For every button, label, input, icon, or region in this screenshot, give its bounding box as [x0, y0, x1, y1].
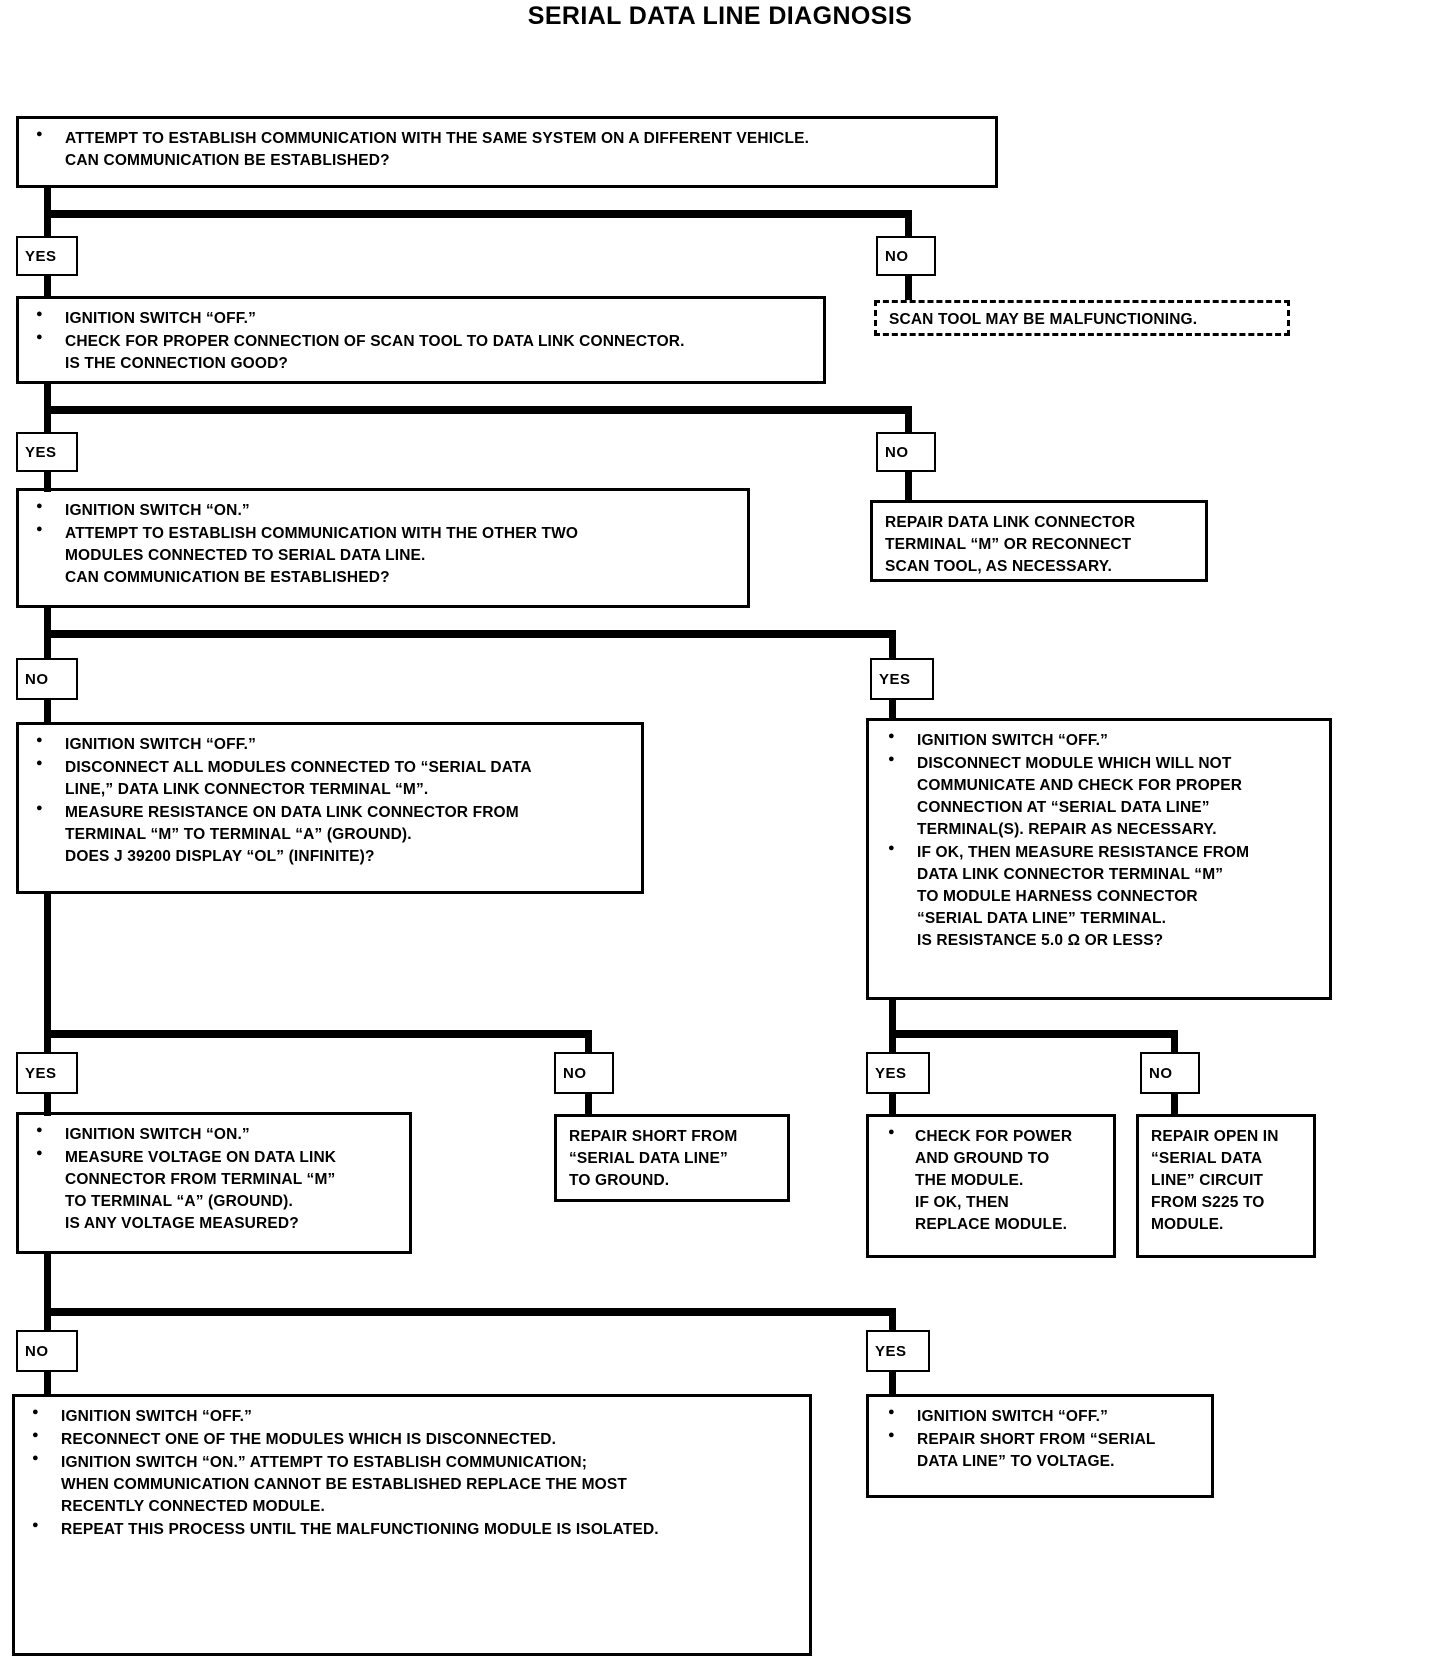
connector-line [44, 1030, 592, 1038]
text-block: REPAIR DATA LINK CONNECTOR TERMINAL “M” … [885, 514, 1136, 575]
connector-line [889, 1030, 1178, 1038]
connector-line [44, 894, 51, 1052]
connector-line [44, 472, 51, 492]
connector-line [44, 1094, 51, 1116]
bullet-item: MEASURE VOLTAGE ON DATA LINK CONNECTOR F… [31, 1146, 399, 1235]
connector-line [905, 210, 912, 236]
bullet-item: REPEAT THIS PROCESS UNTIL THE MALFUNCTIO… [27, 1518, 799, 1541]
branch-label-yes: YES [16, 432, 78, 472]
bullet-item: CHECK FOR PROPER CONNECTION OF SCAN TOOL… [31, 330, 813, 375]
branch-label-yes: YES [866, 1052, 930, 1094]
connector-line [1171, 1094, 1178, 1116]
connector-line [44, 1308, 896, 1316]
bullet-item: DISCONNECT ALL MODULES CONNECTED TO “SER… [31, 756, 631, 801]
branch-label-yes: YES [16, 236, 78, 276]
bullet-item: MEASURE RESISTANCE ON DATA LINK CONNECTO… [31, 801, 631, 868]
branch-label-yes: YES [870, 658, 934, 700]
connector-line [1171, 1030, 1178, 1054]
connector-line [905, 406, 912, 432]
connector-line [585, 1094, 592, 1116]
connector-line [905, 276, 912, 300]
node-measure-resistance-ground: IGNITION SWITCH “OFF.” DISCONNECT ALL MO… [16, 722, 644, 894]
node-reconnect-isolate-module: IGNITION SWITCH “OFF.” RECONNECT ONE OF … [12, 1394, 812, 1656]
connector-line [44, 276, 51, 298]
connector-line [585, 1030, 592, 1054]
bullet-item: IF OK, THEN MEASURE RESISTANCE FROM DATA… [883, 841, 1319, 952]
bullet-item: ATTEMPT TO ESTABLISH COMMUNICATION WITH … [31, 522, 737, 589]
connector-line [44, 630, 896, 638]
text-block: SCAN TOOL MAY BE MALFUNCTIONING. [889, 311, 1198, 328]
bullet-item: IGNITION SWITCH “OFF.” [883, 729, 1319, 752]
node-measure-voltage: IGNITION SWITCH “ON.” MEASURE VOLTAGE ON… [16, 1112, 412, 1254]
bullet-item: IGNITION SWITCH “ON.” [31, 1123, 399, 1146]
bullet-item: DISCONNECT MODULE WHICH WILL NOT COMMUNI… [883, 752, 1319, 841]
node-repair-dlc-terminal: REPAIR DATA LINK CONNECTOR TERMINAL “M” … [870, 500, 1208, 582]
branch-label-no: NO [1140, 1052, 1200, 1094]
connector-line [889, 630, 896, 658]
text-block: REPAIR SHORT FROM “SERIAL DATA LINE” TO … [569, 1128, 738, 1189]
node-scan-tool-malfunction: SCAN TOOL MAY BE MALFUNCTIONING. [874, 300, 1290, 336]
connector-line [889, 1308, 896, 1334]
branch-label-no: NO [16, 1330, 78, 1372]
connector-line [889, 700, 896, 718]
connector-line [44, 210, 912, 218]
connector-line [889, 1000, 896, 1054]
bullet-item: IGNITION SWITCH “ON.” ATTEMPT TO ESTABLI… [27, 1451, 799, 1518]
branch-label-no: NO [876, 236, 936, 276]
connector-line [905, 472, 912, 500]
branch-label-yes: YES [16, 1052, 78, 1094]
connector-line [44, 1254, 51, 1330]
node-check-connection: IGNITION SWITCH “OFF.” CHECK FOR PROPER … [16, 296, 826, 384]
node-other-modules-question: IGNITION SWITCH “ON.” ATTEMPT TO ESTABLI… [16, 488, 750, 608]
bullet-item: CHECK FOR POWER AND GROUND TO THE MODULE… [883, 1125, 1103, 1236]
page-title: SERIAL DATA LINE DIAGNOSIS [527, 2, 913, 30]
branch-label-no: NO [876, 432, 936, 472]
node-repair-short-to-voltage: IGNITION SWITCH “OFF.” REPAIR SHORT FROM… [866, 1394, 1214, 1498]
bullet-item: IGNITION SWITCH “OFF.” [883, 1405, 1201, 1428]
branch-label-no: NO [554, 1052, 614, 1094]
connector-line [44, 406, 912, 414]
bullet-item: RECONNECT ONE OF THE MODULES WHICH IS DI… [27, 1428, 799, 1451]
node-repair-open-circuit: REPAIR OPEN IN “SERIAL DATA LINE” CIRCUI… [1136, 1114, 1316, 1258]
bullet-item: IGNITION SWITCH “OFF.” [31, 733, 631, 756]
bullet-item: IGNITION SWITCH “ON.” [31, 499, 737, 522]
bullet-item: ATTEMPT TO ESTABLISH COMMUNICATION WITH … [31, 127, 985, 172]
branch-label-no: NO [16, 658, 78, 700]
bullet-item: IGNITION SWITCH “OFF.” [27, 1405, 799, 1428]
connector-line [44, 1372, 51, 1396]
branch-label-yes: YES [866, 1330, 930, 1372]
bullet-item: REPAIR SHORT FROM “SERIAL DATA LINE” TO … [883, 1428, 1201, 1473]
connector-line [889, 1094, 896, 1116]
node-check-power-ground: CHECK FOR POWER AND GROUND TO THE MODULE… [866, 1114, 1116, 1258]
node-module-harness-resistance: IGNITION SWITCH “OFF.” DISCONNECT MODULE… [866, 718, 1332, 1000]
node-repair-short-to-ground: REPAIR SHORT FROM “SERIAL DATA LINE” TO … [554, 1114, 790, 1202]
node-start-question: ATTEMPT TO ESTABLISH COMMUNICATION WITH … [16, 116, 998, 188]
connector-line [44, 700, 51, 724]
connector-line [889, 1372, 896, 1396]
bullet-item: IGNITION SWITCH “OFF.” [31, 307, 813, 330]
text-block: REPAIR OPEN IN “SERIAL DATA LINE” CIRCUI… [1151, 1128, 1279, 1233]
